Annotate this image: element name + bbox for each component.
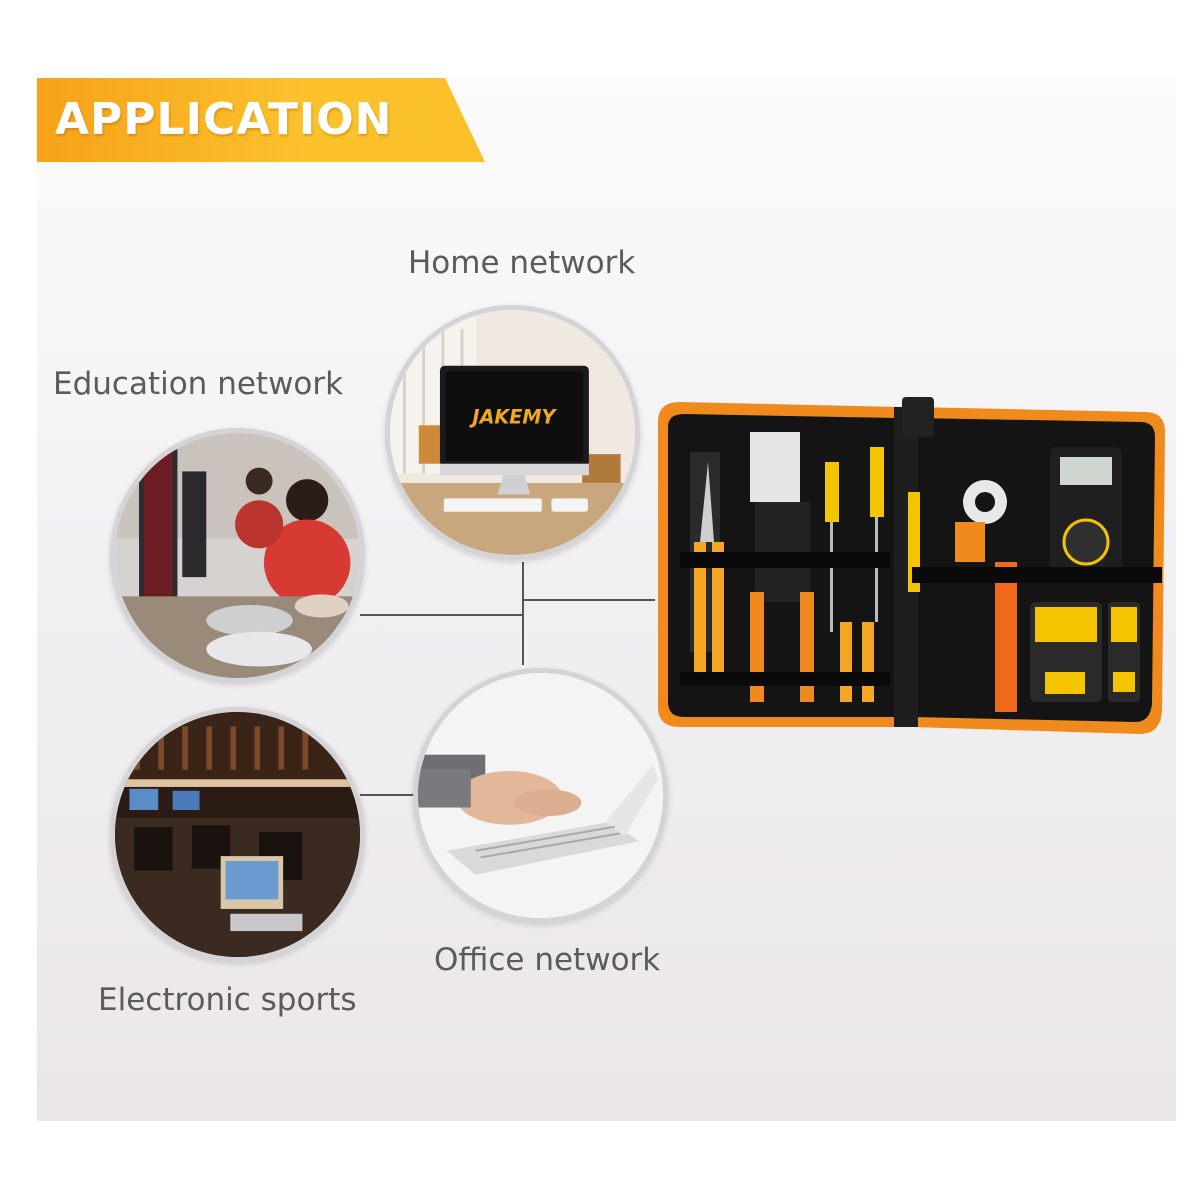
application-banner: APPLICATION [37,78,485,162]
education-network-label: Education network [53,366,344,402]
electronic-sports-label: Electronic sports [98,982,357,1018]
electronic-sports-image [110,707,365,962]
tool-kit-case-image [658,397,1165,734]
office-network-label: Office network [434,942,661,978]
office-network-image [413,668,668,923]
monitor-brand-text: JAKEMY [468,405,557,428]
home-network-label: Home network [408,245,636,281]
banner-title: APPLICATION [55,94,393,145]
home-network-image: JAKEMY [385,305,640,560]
education-network-image [110,428,365,683]
